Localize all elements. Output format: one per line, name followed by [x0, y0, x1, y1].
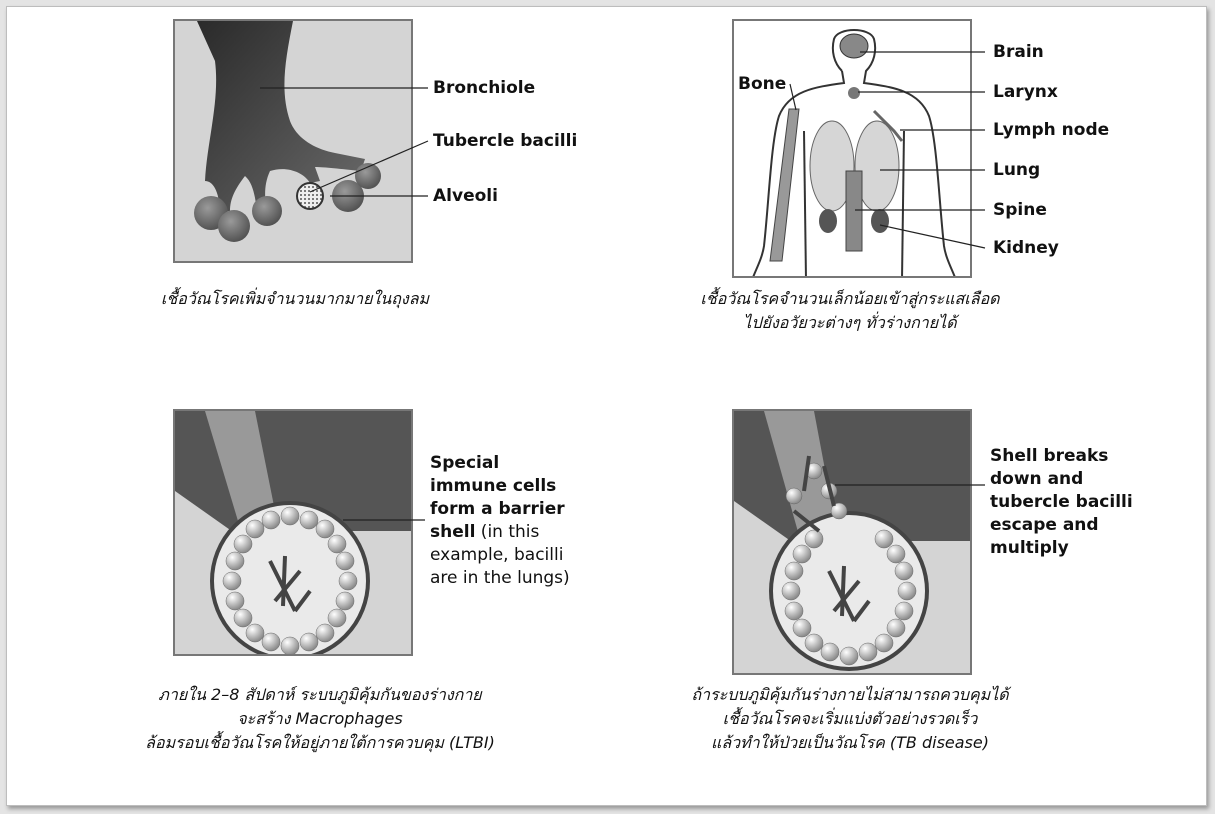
larynx-label: Larynx [993, 82, 1058, 102]
caption-panel4-line1: ถ้าระบบภูมิคุ้มกันร่างกายไม่สามารถควบคุม… [640, 683, 1060, 707]
alveolus-sac [355, 163, 381, 189]
caption-panel3-line1: ภายใน 2–8 สัปดาห์ ระบบภูมิคุ้มกันของร่าง… [120, 683, 520, 707]
body-illustration [732, 19, 972, 278]
caption-panel2-line2: ไปยังอวัยวะต่างๆ ทั่วร่างกายได้ [650, 311, 1050, 335]
alveoli-label: Alveoli [433, 186, 498, 206]
bronchiole-label: Bronchiole [433, 78, 535, 98]
caption-panel3-line3: ล้อมรอบเชื้อวัณโรคให้อยู่ภายใต้การควบคุม… [120, 731, 520, 755]
barrier-shell-illustration [173, 409, 413, 656]
kidney-shape [819, 209, 837, 233]
shell-breakdown-bold-text: Shell breaks down and tubercle bacilli e… [990, 446, 1133, 558]
tubercle-cluster [297, 183, 323, 209]
tubercle-bacilli-label: Tubercle bacilli [433, 131, 577, 151]
caption-panel4-line3: แล้วทำให้ป่วยเป็นวัณโรค (TB disease) [640, 731, 1060, 755]
caption-panel4: ถ้าระบบภูมิคุ้มกันร่างกายไม่สามารถควบคุม… [640, 683, 1060, 755]
caption-panel1: เชื้อวัณโรคเพิ่มจำนวนมากมายในถุงลม [130, 287, 460, 311]
lymph-node-label: Lymph node [993, 120, 1109, 140]
shell-breakdown-illustration [732, 409, 972, 675]
larynx-shape [848, 87, 860, 99]
kidney-shape [871, 209, 889, 233]
bone-label: Bone [738, 74, 786, 94]
caption-panel3: ภายใน 2–8 สัปดาห์ ระบบภูมิคุ้มกันของร่าง… [120, 683, 520, 755]
caption-panel4-line2: เชื้อวัณโรคจะเริ่มแบ่งตัวอย่างรวดเร็ว [640, 707, 1060, 731]
kidney-label: Kidney [993, 238, 1059, 258]
caption-panel3-line2: จะสร้าง Macrophages [120, 707, 520, 731]
caption-panel2-line1: เชื้อวัณโรคจำนวนเล็กน้อยเข้าสู่กระแสเลือ… [650, 287, 1050, 311]
alveolus-sac [218, 210, 250, 242]
lung-label: Lung [993, 160, 1040, 180]
barrier-shell-description: Special immune cells form a barrier shel… [430, 452, 580, 590]
spine-label: Spine [993, 200, 1047, 220]
caption-panel2: เชื้อวัณโรคจำนวนเล็กน้อยเข้าสู่กระแสเลือ… [650, 287, 1050, 335]
shell-breakdown-description: Shell breaks down and tubercle bacilli e… [990, 445, 1140, 560]
alveolus-sac [252, 196, 282, 226]
spine-shape [846, 171, 862, 251]
brain-label: Brain [993, 42, 1044, 62]
brain-shape [840, 34, 868, 58]
bronchiole-illustration [173, 19, 413, 263]
caption-panel1-line1: เชื้อวัณโรคเพิ่มจำนวนมากมายในถุงลม [130, 287, 460, 311]
